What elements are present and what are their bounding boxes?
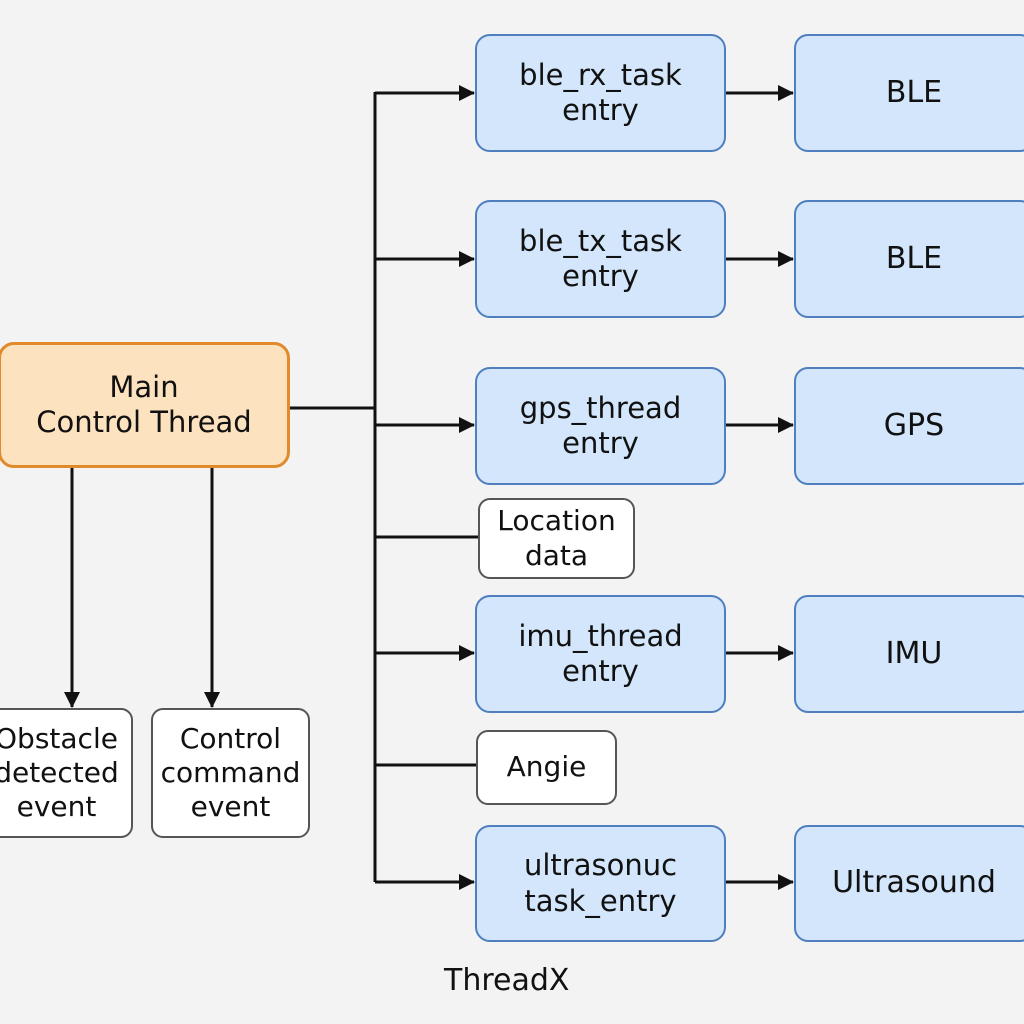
ble-rx-device-label: BLE bbox=[885, 74, 943, 110]
ble-rx-device-box[interactable]: BLE bbox=[794, 34, 1024, 152]
imu-thread-label: imu_thread entry bbox=[518, 618, 683, 688]
imu-thread-box[interactable]: imu_thread entry bbox=[475, 595, 726, 713]
angle-data-label: Angie bbox=[506, 750, 587, 784]
ultrasound-device-box[interactable]: Ultrasound bbox=[794, 825, 1024, 942]
location-data-label: Location data bbox=[497, 504, 616, 572]
obstacle-event-box[interactable]: Obstacle detected event bbox=[0, 708, 133, 838]
ble-rx-task-box[interactable]: ble_rx_task entry bbox=[475, 34, 726, 152]
angle-data-box[interactable]: Angie bbox=[476, 730, 617, 805]
ble-tx-task-box[interactable]: ble_tx_task entry bbox=[475, 200, 726, 318]
control-command-event-box[interactable]: Control command event bbox=[151, 708, 310, 838]
gps-device-box[interactable]: GPS bbox=[794, 367, 1024, 485]
ble-tx-device-box[interactable]: BLE bbox=[794, 200, 1024, 318]
ultrasound-device-label: Ultrasound bbox=[832, 865, 996, 901]
main-control-thread-box[interactable]: Main Control Thread bbox=[0, 342, 290, 468]
ultrasonic-task-box[interactable]: ultrasonuc task_entry bbox=[475, 825, 726, 942]
location-data-box[interactable]: Location data bbox=[478, 498, 635, 579]
control-command-event-label: Control command event bbox=[160, 721, 301, 824]
diagram-caption: ThreadX bbox=[444, 963, 570, 998]
ble-rx-task-label: ble_rx_task entry bbox=[519, 57, 682, 127]
imu-device-label: IMU bbox=[885, 635, 943, 671]
ultrasonic-task-label: ultrasonuc task_entry bbox=[523, 848, 678, 918]
gps-device-label: GPS bbox=[883, 407, 945, 443]
imu-device-box[interactable]: IMU bbox=[794, 595, 1024, 713]
obstacle-event-label: Obstacle detected event bbox=[0, 721, 119, 824]
main-control-thread-label: Main Control Thread bbox=[36, 369, 252, 439]
gps-thread-label: gps_thread entry bbox=[519, 390, 682, 460]
ble-tx-task-label: ble_tx_task entry bbox=[519, 223, 682, 293]
ble-tx-device-label: BLE bbox=[885, 240, 943, 276]
gps-thread-box[interactable]: gps_thread entry bbox=[475, 367, 726, 485]
